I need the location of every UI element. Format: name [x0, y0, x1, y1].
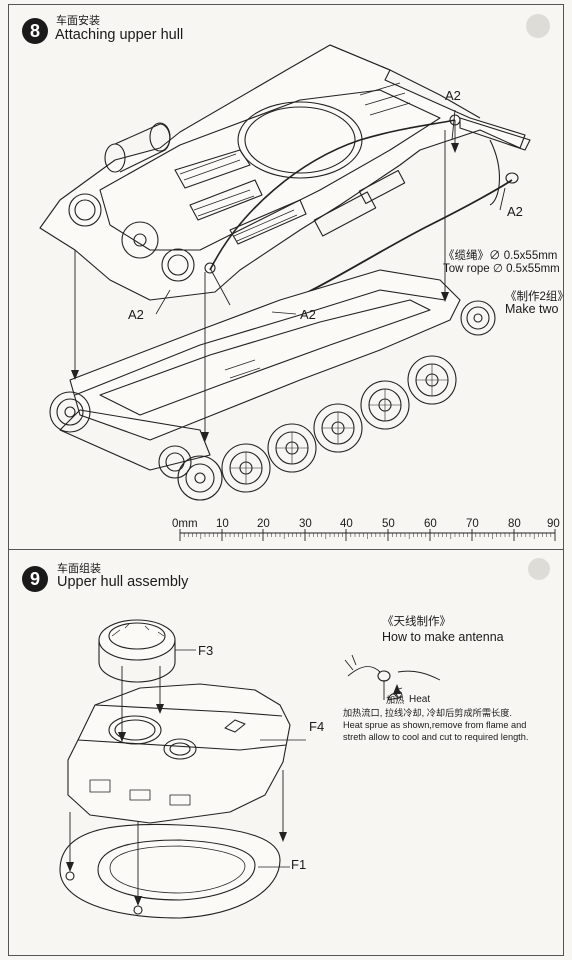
step-divider: [8, 549, 564, 550]
make-two-en: Make two: [505, 302, 559, 316]
step-9-title-en: Upper hull assembly: [57, 574, 189, 590]
step-8-title-cn: 车面安装: [56, 15, 100, 27]
heat-cn: 加热: [386, 695, 405, 705]
make-two-cn: 《制作2组》: [505, 291, 569, 303]
ruler-label-90: 90: [547, 518, 560, 530]
tow-rope-en: Tow rope ∅ 0.5x55mm: [443, 263, 560, 275]
label-f3: F3: [198, 643, 214, 658]
ruler-label-70: 70: [466, 518, 479, 530]
step-9-title-cn: 车面组装: [57, 563, 101, 575]
ruler-label-50: 50: [382, 518, 395, 530]
antenna-title-en: How to make antenna: [382, 630, 504, 644]
step-8-title-en: Attaching upper hull: [55, 27, 184, 43]
ruler-label-30: 30: [299, 518, 312, 530]
ruler-label-20: 20: [257, 518, 270, 530]
heat-en: Heat: [409, 694, 431, 705]
ruler-label-0: 0mm: [172, 518, 198, 530]
page-frame: [8, 4, 564, 956]
label-f4: F4: [309, 719, 325, 734]
label-a2-top: A2: [445, 88, 461, 103]
ruler-label-80: 80: [508, 518, 521, 530]
antenna-note-en-1: Heat sprue as shown,remove from flame an…: [343, 720, 527, 730]
step-9-badge: 9: [22, 566, 48, 592]
antenna-title-cn: 《天线制作》: [382, 616, 451, 628]
label-f1: F1: [291, 857, 307, 872]
ruler-label-60: 60: [424, 518, 437, 530]
bleed-through-badge-2: [528, 558, 550, 580]
antenna-note-cn: 加热流口, 拉线冷却, 冷却后剪成所需长度.: [343, 708, 512, 718]
step-8-badge: 8: [22, 18, 48, 44]
ruler-label-40: 40: [340, 518, 353, 530]
bleed-through-badge: [526, 14, 550, 38]
ruler-label-10: 10: [216, 518, 229, 530]
label-a2-center: A2: [300, 307, 316, 322]
label-a2-right: A2: [507, 204, 523, 219]
label-a2-left: A2: [128, 307, 144, 322]
tow-rope-cn: 《缆绳》∅ 0.5x55mm: [443, 250, 558, 262]
antenna-note-en-2: streth allow to cool and cut to required…: [343, 732, 529, 742]
